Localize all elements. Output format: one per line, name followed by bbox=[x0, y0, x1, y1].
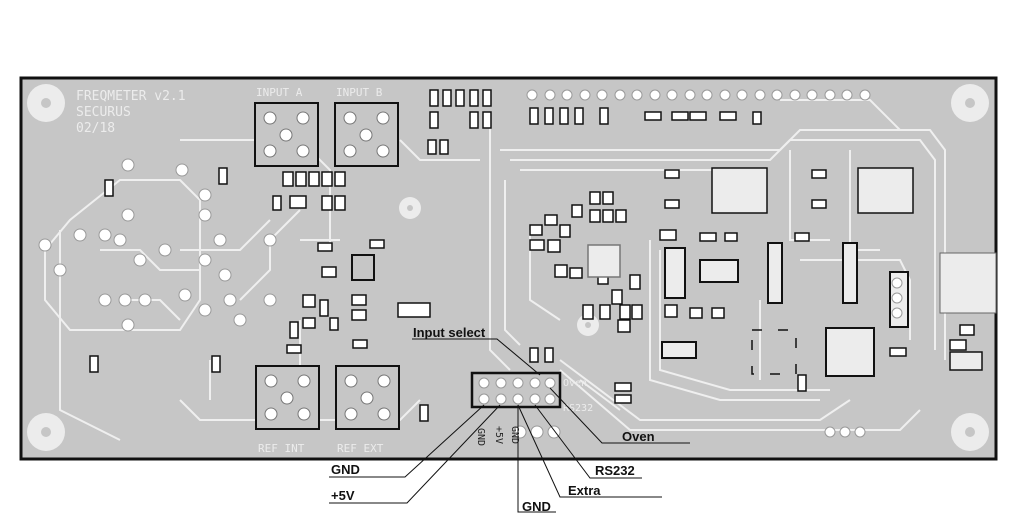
ics bbox=[351, 167, 997, 377]
pin-label-5v: +5V bbox=[493, 426, 504, 444]
left-pads bbox=[38, 158, 277, 332]
label-input-b: INPUT B bbox=[336, 86, 383, 99]
callout-oven: Oven bbox=[622, 429, 655, 444]
pin-label-gnd-2: GND bbox=[509, 426, 520, 444]
mounting-holes bbox=[27, 84, 989, 451]
callout-rs232: RS232 bbox=[595, 463, 635, 478]
label-input-a: INPUT A bbox=[256, 86, 303, 99]
callout-gnd-bottom: GND bbox=[522, 499, 551, 514]
board-title-line-2: SECURUS bbox=[76, 105, 131, 120]
silk-oven: Oven bbox=[563, 378, 587, 389]
header-pins bbox=[513, 89, 903, 439]
bnc-ref-int bbox=[255, 365, 320, 430]
input-select-header bbox=[470, 371, 562, 409]
smd-components bbox=[89, 89, 975, 422]
callout-plus5v: +5V bbox=[331, 488, 355, 503]
board-title-line-3: 02/18 bbox=[76, 121, 115, 136]
label-ref-int: REF INT bbox=[258, 442, 305, 455]
bnc-ref-ext bbox=[335, 365, 400, 430]
callout-gnd-left: GND bbox=[331, 462, 360, 477]
label-ref-ext: REF EXT bbox=[337, 442, 384, 455]
board-title-line-1: FREQMETER v2.1 bbox=[76, 89, 186, 104]
callout-extra: Extra bbox=[568, 483, 601, 498]
callout-lines bbox=[329, 338, 690, 513]
bnc-input-a bbox=[254, 102, 319, 167]
bnc-input-b bbox=[334, 102, 399, 167]
callout-input-select: Input select bbox=[413, 325, 486, 340]
pin-label-gnd: GND bbox=[475, 428, 486, 446]
silk-rs232: RS232 bbox=[563, 403, 593, 414]
